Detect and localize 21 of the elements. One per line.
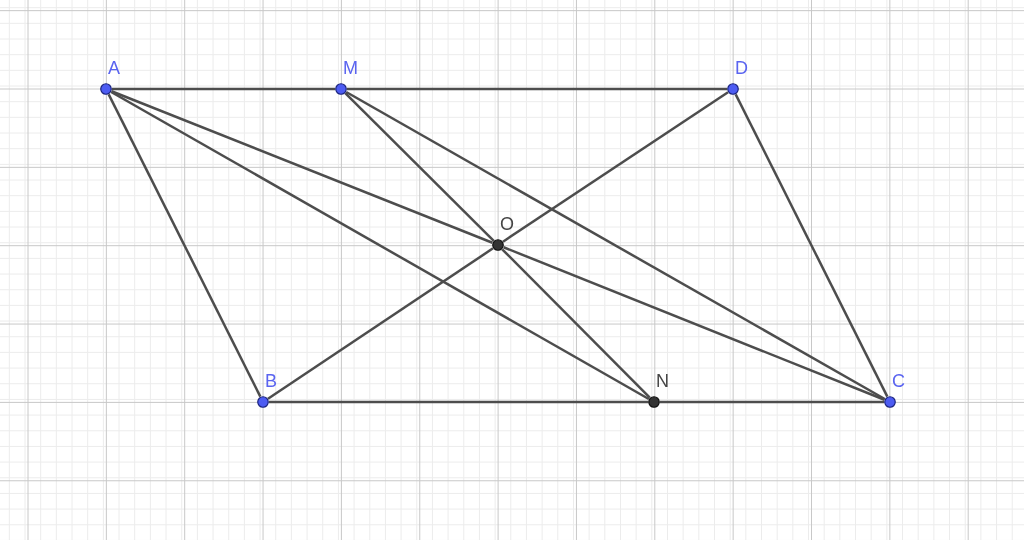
- line-segment: [107, 93, 262, 398]
- point-label: A: [108, 59, 120, 77]
- line-segment: [111, 90, 493, 244]
- line-segment: [344, 92, 495, 242]
- point-label: C: [892, 372, 905, 390]
- line-segment: [347, 87, 727, 91]
- line-segment: [267, 247, 494, 400]
- point-label: N: [656, 372, 669, 390]
- line-segment: [110, 90, 650, 401]
- point-label: D: [735, 59, 748, 77]
- line-segment: [345, 90, 886, 401]
- point-label: M: [343, 59, 358, 77]
- line-segment: [112, 87, 335, 91]
- point-label: O: [500, 215, 514, 233]
- line-segment: [660, 400, 884, 404]
- point-label: B: [265, 372, 277, 390]
- line-segment: [502, 91, 729, 243]
- line-segment: [734, 93, 889, 398]
- line-segment: [501, 248, 651, 399]
- line-segment: [503, 246, 885, 401]
- line-segment: [269, 400, 648, 404]
